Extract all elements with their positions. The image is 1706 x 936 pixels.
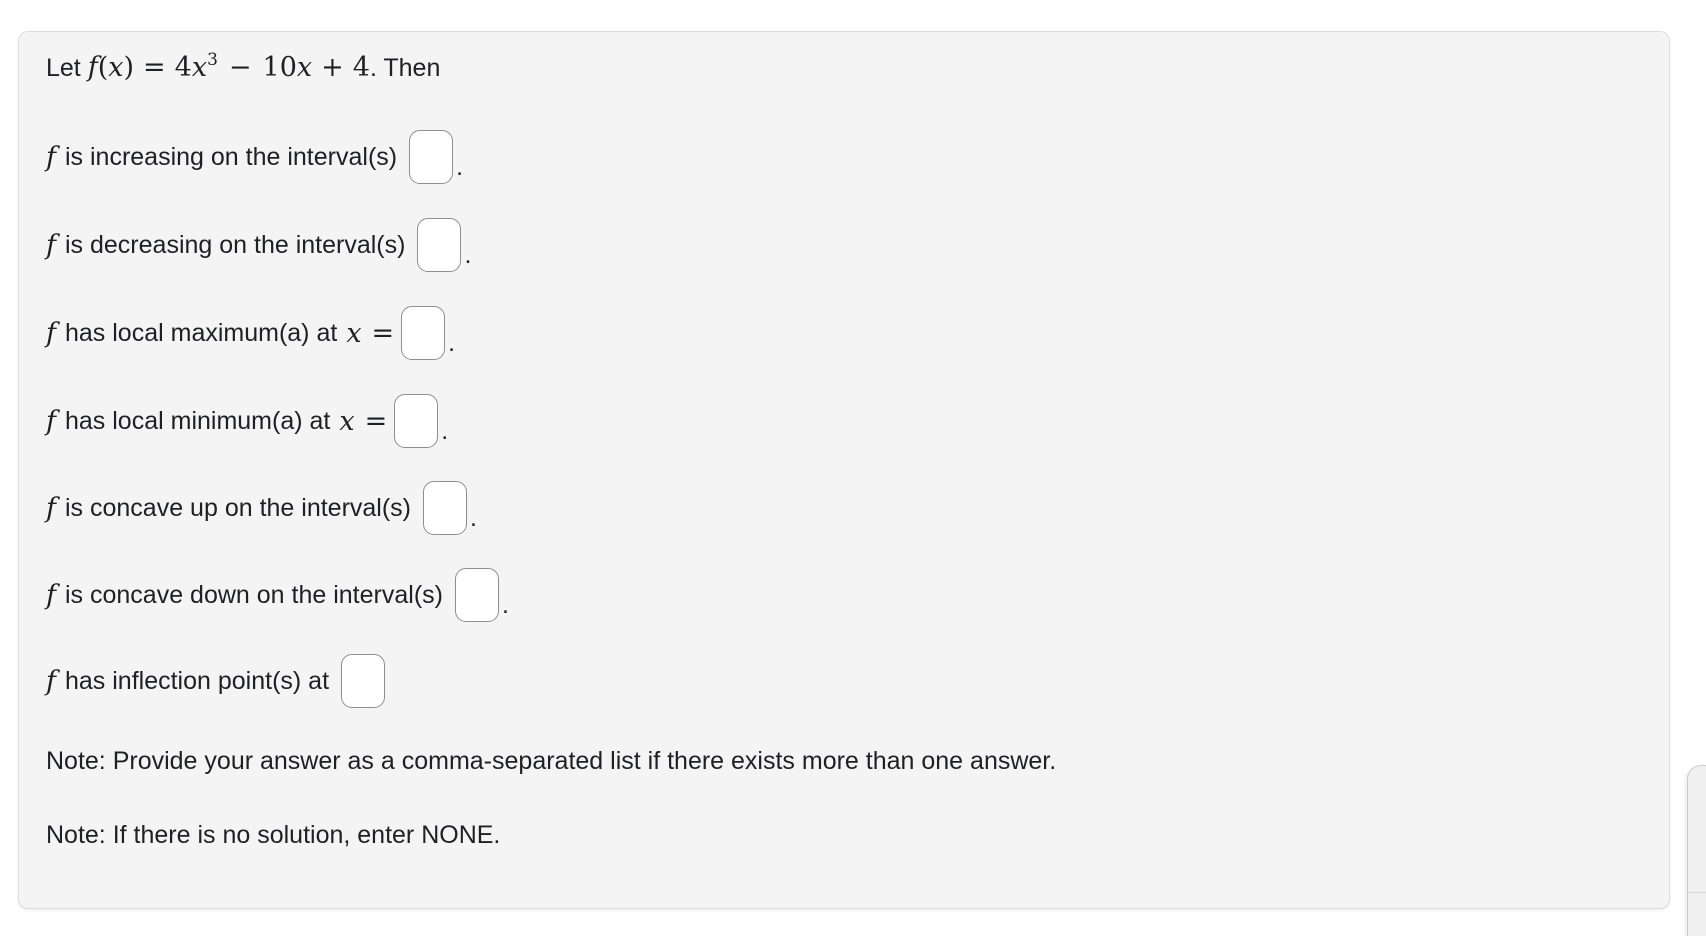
answer-input-concave-up[interactable] bbox=[423, 481, 468, 535]
side-widget-handle[interactable] bbox=[1687, 765, 1706, 936]
statement-text: is concave up on the interval(s) bbox=[65, 493, 412, 522]
f-symbol: f bbox=[46, 317, 56, 349]
problem-statement: Let f ( x ) = 4 x 3 − 10 x + 4 . Then bbox=[46, 50, 441, 98]
statement-row-local-maximum: f has local maximum(a) at x = . bbox=[46, 306, 455, 360]
exponent: 3 bbox=[207, 50, 218, 70]
note-enter-none: Note: If there is no solution, enter NON… bbox=[46, 821, 501, 849]
coef-linear: 10 bbox=[262, 52, 297, 83]
statement-tail: . bbox=[464, 240, 472, 269]
plus-sign: + bbox=[321, 52, 344, 83]
statement-tail: . bbox=[456, 152, 464, 181]
statement-tail: . bbox=[470, 503, 477, 532]
intro-trailer: Then bbox=[376, 54, 441, 82]
f-symbol: f bbox=[46, 141, 56, 173]
statement-row-increasing: f is increasing on the interval(s) . bbox=[46, 130, 463, 184]
answer-input-increasing[interactable] bbox=[409, 130, 454, 184]
answer-input-inflection[interactable] bbox=[341, 654, 386, 708]
side-widget-divider bbox=[1688, 892, 1706, 893]
statement-row-local-minimum: f has local minimum(a) at x = . bbox=[46, 394, 448, 448]
statement-text: is decreasing on the interval(s) bbox=[65, 230, 406, 259]
statement-text: has local maximum(a) at bbox=[65, 318, 338, 347]
period: . bbox=[369, 54, 377, 82]
x-symbol: x bbox=[346, 317, 362, 349]
statement-tail: . bbox=[441, 416, 449, 445]
question-panel: Let f ( x ) = 4 x 3 − 10 x + 4 . Then f … bbox=[18, 31, 1670, 909]
coef-cubic: 4 bbox=[174, 52, 192, 83]
var-linear: x bbox=[296, 52, 313, 83]
open-paren: ( bbox=[97, 52, 109, 83]
statement-row-concave-up: f is concave up on the interval(s) . bbox=[46, 481, 477, 535]
f-symbol: f bbox=[46, 405, 56, 437]
intro-lead: Let bbox=[46, 54, 88, 82]
equals-sign: = bbox=[371, 317, 395, 349]
statement-row-decreasing: f is decreasing on the interval(s) . bbox=[46, 218, 471, 272]
answer-input-local-maximum[interactable] bbox=[401, 306, 446, 360]
close-paren: ) bbox=[123, 52, 135, 83]
answer-input-concave-down[interactable] bbox=[454, 568, 499, 622]
constant-term: 4 bbox=[352, 52, 370, 83]
statement-text: is increasing on the interval(s) bbox=[65, 142, 398, 171]
func-name: f bbox=[87, 52, 98, 83]
f-symbol: f bbox=[46, 492, 56, 524]
f-symbol: f bbox=[46, 229, 56, 261]
func-arg: x bbox=[108, 52, 124, 83]
f-symbol: f bbox=[46, 665, 56, 697]
f-symbol: f bbox=[46, 579, 56, 611]
statement-row-inflection: f has inflection point(s) at bbox=[46, 654, 388, 708]
var-cubic: x bbox=[191, 52, 208, 83]
statement-row-concave-down: f is concave down on the interval(s) . bbox=[46, 568, 509, 622]
statement-text: has inflection point(s) at bbox=[65, 666, 330, 695]
statement-text: has local minimum(a) at bbox=[65, 406, 331, 435]
answer-input-decreasing[interactable] bbox=[417, 218, 462, 272]
note-comma-separated: Note: Provide your answer as a comma-sep… bbox=[46, 747, 1057, 775]
statement-tail: . bbox=[448, 328, 456, 357]
x-symbol: x bbox=[339, 405, 355, 437]
answer-input-local-minimum[interactable] bbox=[394, 394, 439, 448]
minus-sign: − bbox=[228, 52, 252, 83]
statement-tail: . bbox=[501, 590, 509, 619]
statement-text: is concave down on the interval(s) bbox=[65, 580, 443, 609]
equals-sign: = bbox=[143, 52, 166, 83]
equals-sign: = bbox=[364, 405, 388, 437]
